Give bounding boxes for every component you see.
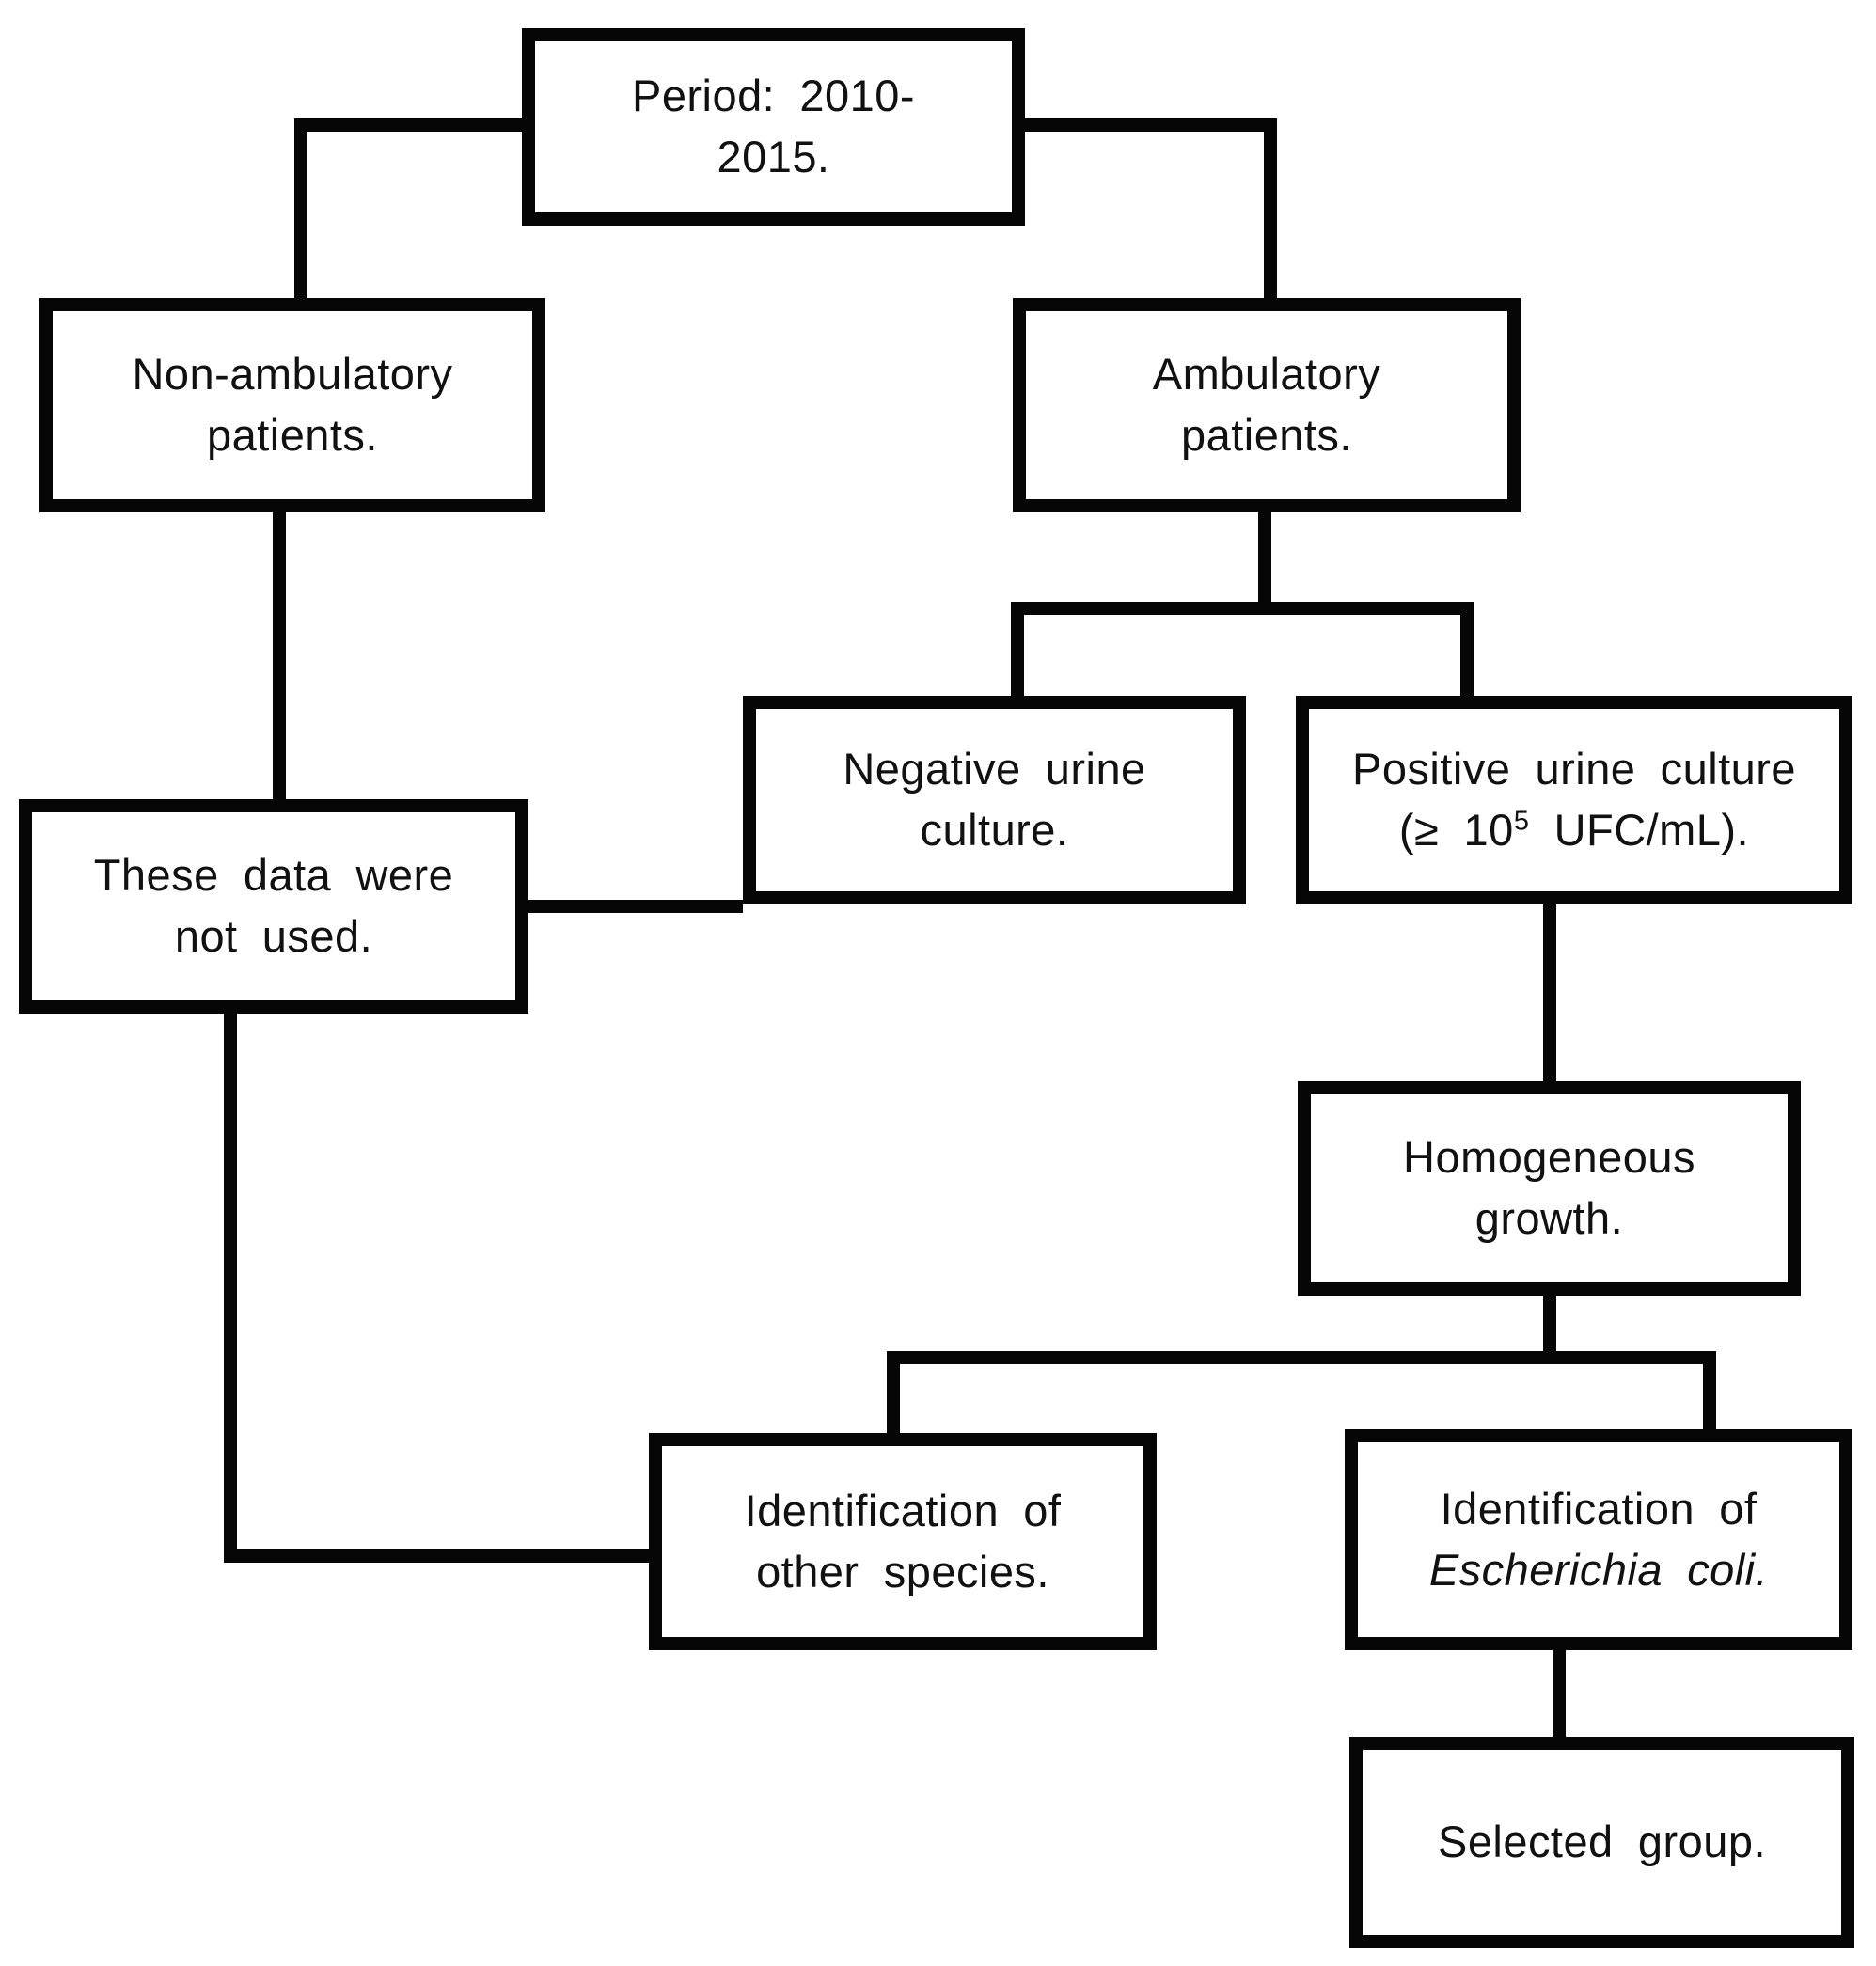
- positive-culture-line1: Positive urine culture: [1352, 744, 1796, 794]
- connector-non-ambulatory-to-these-data: [273, 512, 286, 799]
- node-ambulatory-patients: Ambulatory patients.: [1013, 298, 1521, 512]
- node-data-not-used-label: These data were not used.: [93, 850, 454, 961]
- connector-branch-to-negative-culture: [1011, 602, 1024, 696]
- connector-these-data-to-other-species-horizontal: [224, 1549, 649, 1563]
- node-data-not-used: These data were not used.: [19, 799, 528, 1014]
- connector-identification-branch-horizontal: [887, 1351, 1716, 1364]
- connector-these-data-to-other-species-vertical: [224, 1014, 237, 1563]
- node-non-ambulatory-patients-label: Non-ambulatory patients.: [132, 349, 453, 460]
- connector-branch-to-other-species: [887, 1351, 900, 1433]
- node-non-ambulatory-patients: Non-ambulatory patients.: [39, 298, 545, 512]
- connector-negative-culture-to-these-data: [528, 900, 743, 913]
- connector-ambulatory-to-branch: [1258, 512, 1271, 615]
- node-selected-group-label: Selected group.: [1438, 1817, 1766, 1867]
- connector-period-to-ambulatory-vertical: [1264, 118, 1277, 298]
- connector-period-to-non-ambulatory-vertical: [294, 118, 307, 298]
- node-negative-urine-culture: Negative urine culture.: [743, 696, 1246, 904]
- positive-culture-exponent: 5: [1513, 806, 1530, 837]
- connector-homogeneous-to-branch: [1543, 1296, 1556, 1364]
- node-negative-urine-culture-label: Negative urine culture.: [843, 744, 1146, 855]
- node-positive-urine-culture: Positive urine culture (≥ 105 UFC/mL).: [1296, 696, 1852, 904]
- node-homogeneous-growth: Homogeneous growth.: [1298, 1081, 1801, 1296]
- node-positive-urine-culture-label: Positive urine culture (≥ 105 UFC/mL).: [1345, 739, 1804, 861]
- positive-culture-threshold-prefix: (≥ 10: [1398, 805, 1514, 855]
- connector-culture-branch-horizontal: [1011, 602, 1474, 615]
- node-ambulatory-patients-label: Ambulatory patients.: [1152, 349, 1381, 460]
- positive-culture-threshold-suffix: UFC/mL).: [1529, 805, 1750, 855]
- connector-branch-to-ecoli: [1703, 1351, 1716, 1429]
- connector-positive-to-homogeneous: [1543, 904, 1556, 1081]
- ecoli-line1: Identification of: [1440, 1483, 1758, 1533]
- node-period: Period: 2010- 2015.: [522, 28, 1025, 226]
- connector-period-to-non-ambulatory-horizontal: [294, 118, 522, 132]
- connector-period-to-ambulatory-horizontal: [1025, 118, 1277, 132]
- node-identification-escherichia-coli: Identification of Escherichia coli.: [1345, 1429, 1852, 1650]
- node-selected-group: Selected group.: [1349, 1737, 1854, 1948]
- node-identification-other-species-label: Identification of other species.: [744, 1485, 1062, 1596]
- node-identification-other-species: Identification of other species.: [649, 1433, 1157, 1650]
- ecoli-species-name: Escherichia coli.: [1428, 1544, 1769, 1595]
- connector-branch-to-positive-culture: [1460, 602, 1474, 696]
- node-homogeneous-growth-label: Homogeneous growth.: [1403, 1132, 1695, 1243]
- connector-ecoli-to-selected-group: [1553, 1650, 1566, 1737]
- node-identification-escherichia-coli-label: Identification of Escherichia coli.: [1422, 1479, 1775, 1601]
- node-period-label: Period: 2010- 2015.: [632, 71, 915, 181]
